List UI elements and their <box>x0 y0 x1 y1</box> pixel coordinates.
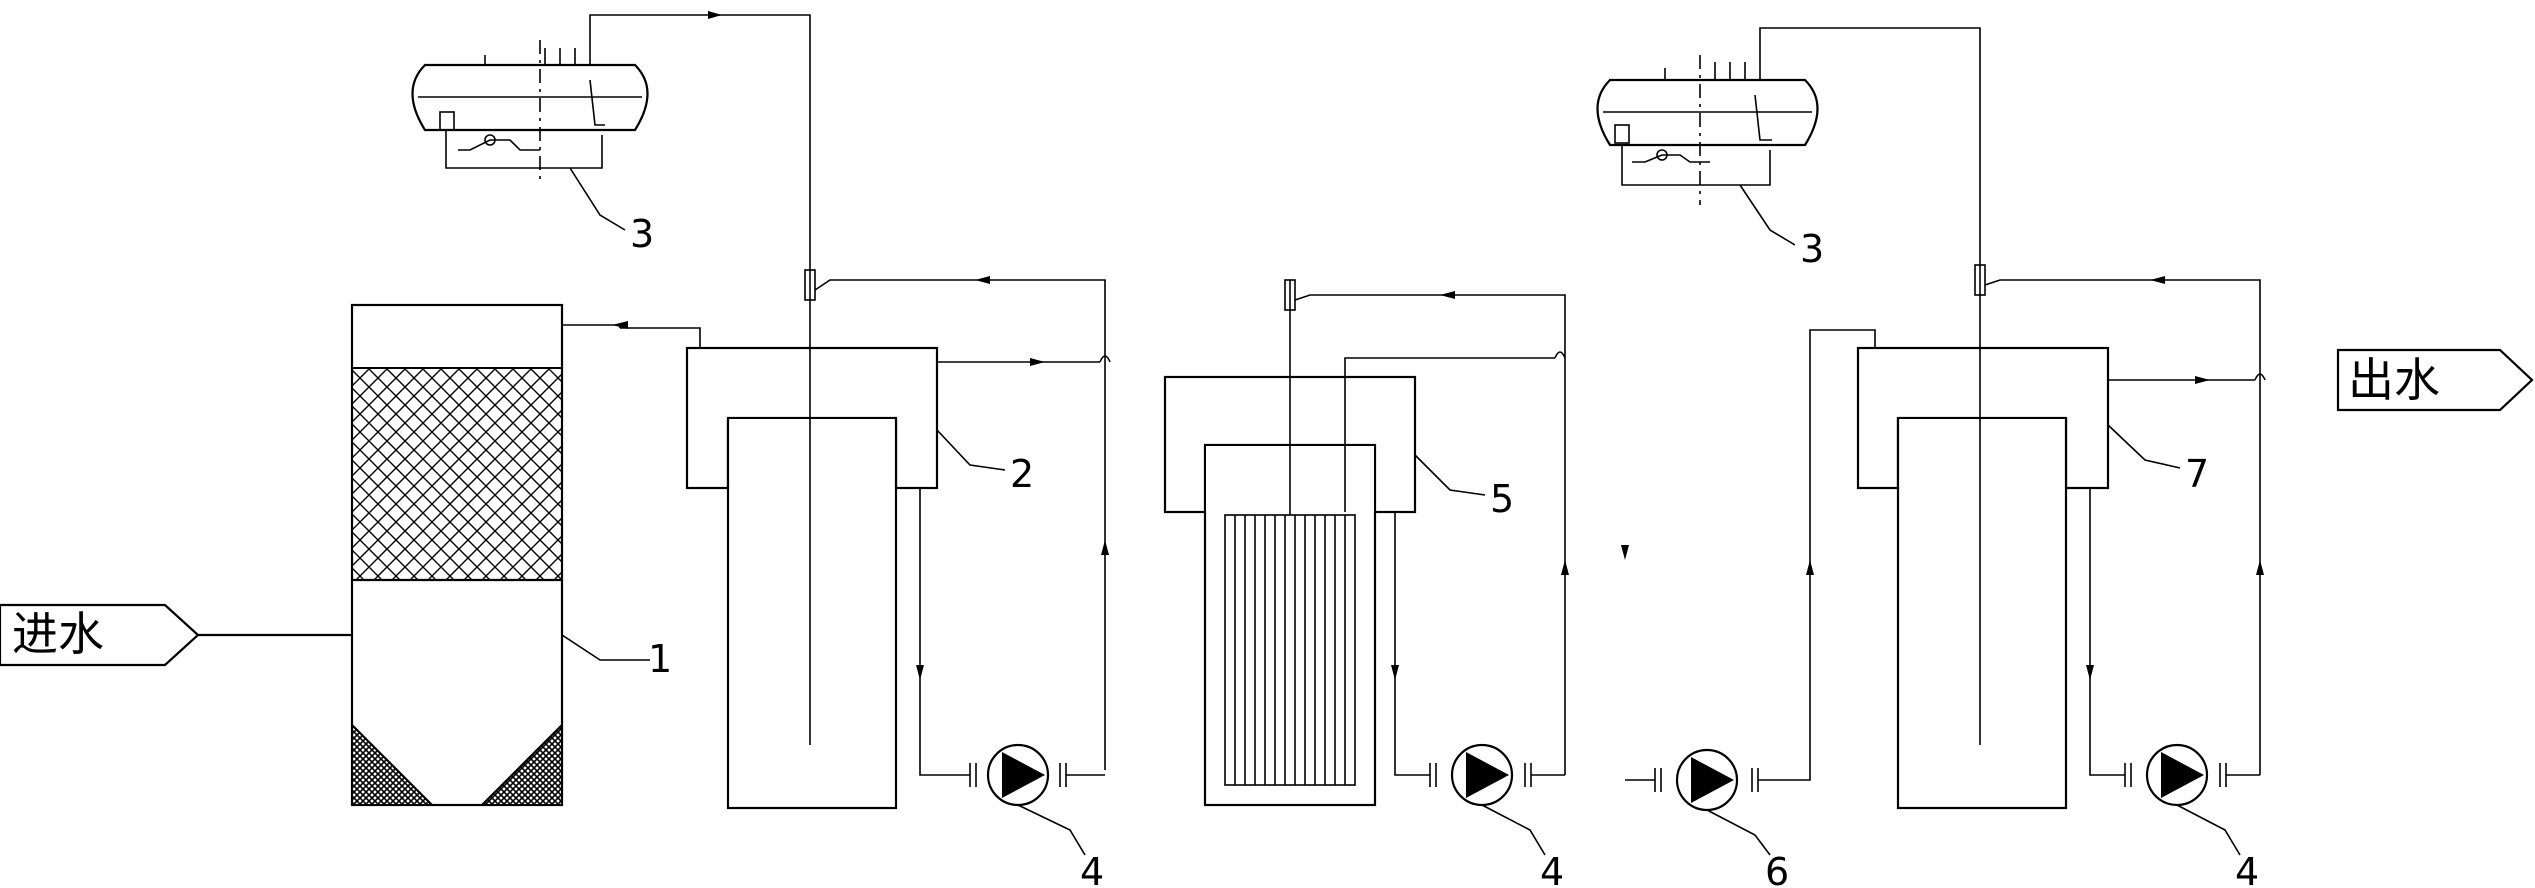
tank5-to-pump6-pipe <box>1344 357 1555 512</box>
diffuser-fitting-2 <box>1974 264 1986 296</box>
tank1-to-tank2-pipe <box>620 327 701 348</box>
flow-arrow <box>612 321 628 329</box>
recycle-loop-1 <box>814 279 1106 770</box>
leader-3b <box>1739 184 1796 246</box>
flow-arrow <box>916 665 924 680</box>
transfer-pump <box>1654 748 1759 812</box>
label-transfer-pump: 6 <box>1765 850 1789 888</box>
pump6-to-tank7-pipe <box>1758 329 1876 781</box>
anaerobic-tank <box>350 303 564 807</box>
ozone-contact-tank-1 <box>685 346 939 810</box>
flow-arrow <box>1561 560 1569 575</box>
flow-arrow <box>2150 276 2165 284</box>
label-ozone-generator-2: 3 <box>1800 227 1824 271</box>
label-anaerobic-tank: 1 <box>648 637 672 681</box>
label-ozone-tank-1: 2 <box>1010 452 1034 496</box>
label-pump-2: 4 <box>1540 850 1564 888</box>
label-ozone-tank-2: 7 <box>2185 452 2209 496</box>
flow-arrow <box>1440 291 1455 299</box>
leader-5 <box>1414 454 1486 496</box>
flow-arrow <box>708 11 722 19</box>
circulation-pump-3 <box>2124 743 2260 807</box>
ozone-line-2 <box>1759 27 1981 265</box>
flow-arrow <box>1391 665 1399 680</box>
flow-arrow <box>2256 560 2264 575</box>
leader-7 <box>2107 424 2181 469</box>
pipe-crossover <box>1554 351 1566 359</box>
flow-arrow <box>1030 358 1045 366</box>
label-pump-1: 4 <box>1080 850 1104 888</box>
tank5-drain-pipe <box>1394 512 1430 776</box>
tank7-drain-pipe <box>2089 488 2125 776</box>
pipe-crossover <box>2254 373 2266 381</box>
leader-4a <box>1017 804 1086 856</box>
ozone-generator-2 <box>1596 55 1819 205</box>
flow-arrow <box>975 276 990 284</box>
recycle-loop-3 <box>1984 279 2261 775</box>
inlet-tag: 进水 <box>0 603 200 667</box>
leader-6 <box>1706 809 1771 856</box>
inlet-label: 进水 <box>12 607 104 661</box>
ozone-line-1 <box>589 14 811 265</box>
leader-3a <box>569 167 626 231</box>
flow-arrow <box>2195 376 2210 384</box>
outlet-tag: 出水 <box>2336 348 2534 412</box>
flow-arrow <box>2086 665 2094 680</box>
tank2-drain-pipe <box>919 488 970 776</box>
leader-2 <box>936 429 1006 471</box>
label-pump-4: 4 <box>2235 850 2259 888</box>
flow-arrow <box>1101 540 1109 555</box>
leader-1 <box>561 634 650 661</box>
circulation-pump-2 <box>1429 743 1565 807</box>
diffuser-fitting-1 <box>804 269 816 301</box>
recycle-loop-2 <box>1294 294 1566 775</box>
ozone-generator-1 <box>411 40 649 185</box>
label-electrolytic-tank: 5 <box>1490 477 1514 521</box>
flow-arrow <box>1806 560 1814 575</box>
tank1-overflow-pipe <box>562 324 621 328</box>
label-ozone-generator-1: 3 <box>630 212 654 256</box>
outlet-label: 出水 <box>2348 353 2440 407</box>
leader-4b <box>1481 804 1546 856</box>
leader-4c <box>2176 804 2241 856</box>
flow-arrow <box>1621 545 1629 560</box>
circulation-pump-1 <box>969 743 1105 807</box>
pipe-crossover <box>1099 355 1111 363</box>
electrode-fitting <box>1284 279 1296 311</box>
ozone-contact-tank-2 <box>1856 346 2110 810</box>
